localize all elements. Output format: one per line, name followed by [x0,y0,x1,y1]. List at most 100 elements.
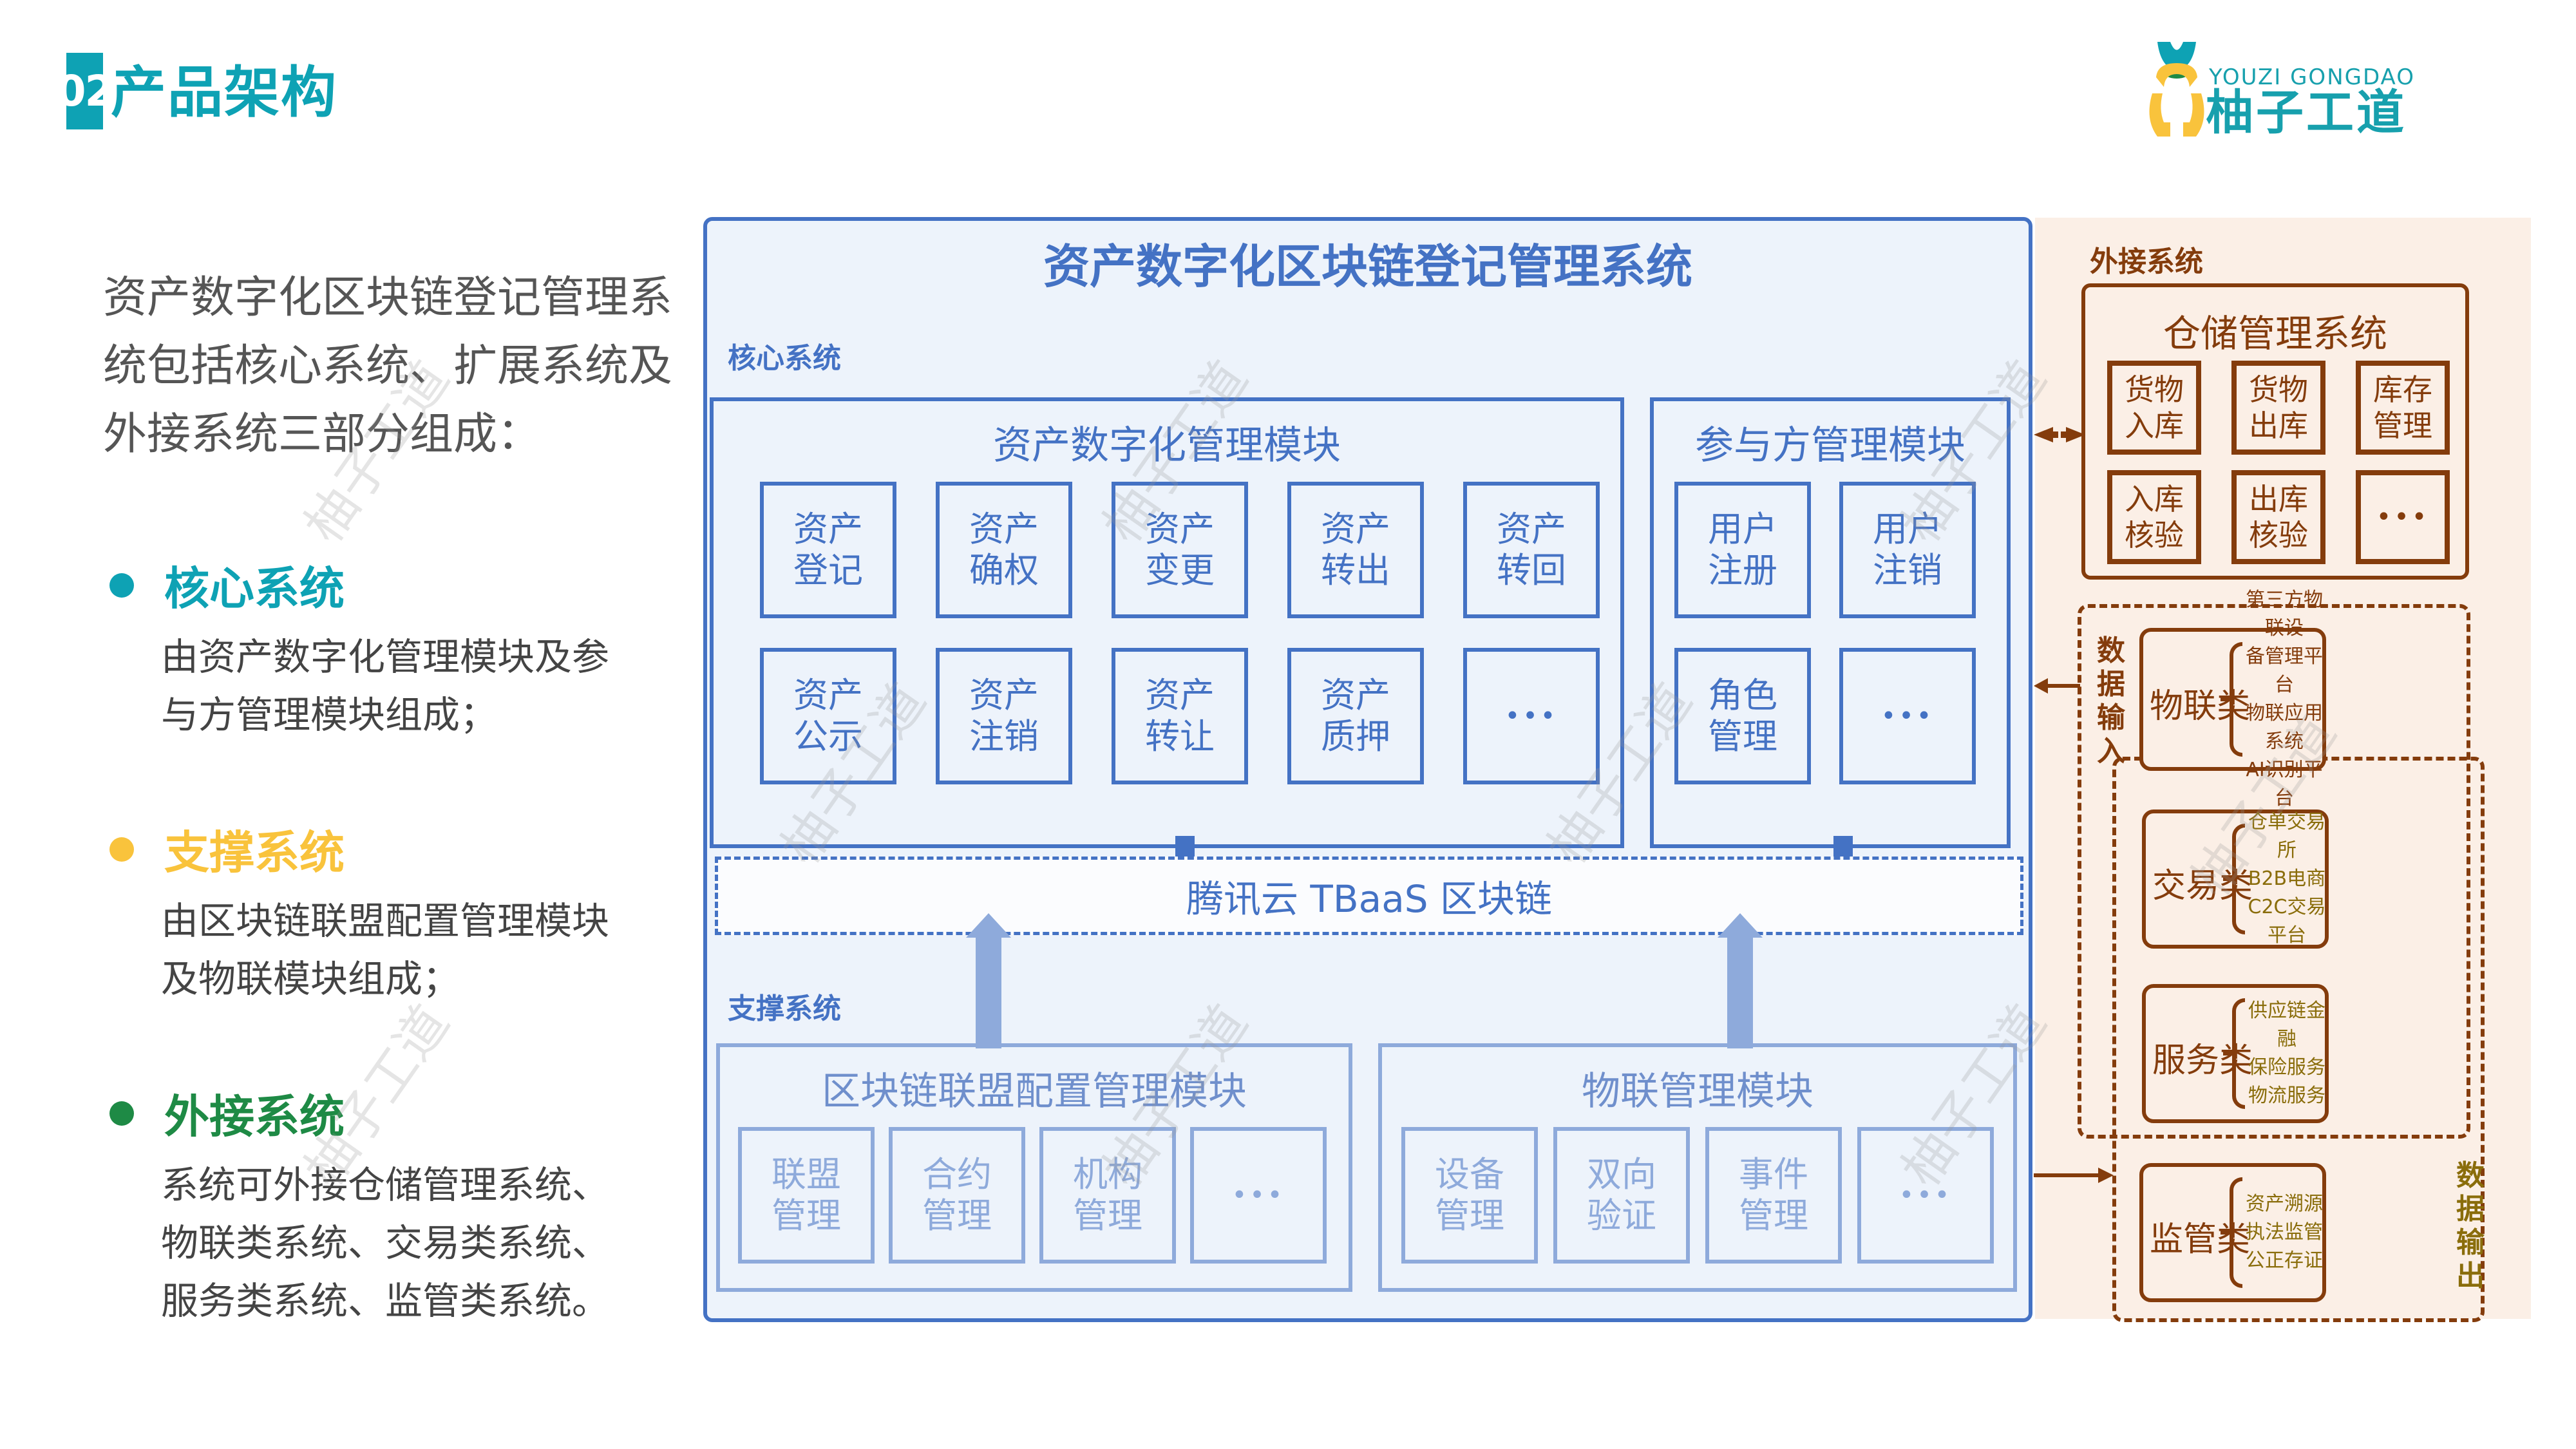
logo-mark-icon [2149,42,2204,137]
cell-label-line1: 资产 [1145,509,1215,549]
cell-label-line2: 出库 [2249,408,2308,443]
asset-digitization-module: 资产数字化管理模块 [710,397,1624,848]
vertical-label-char: 据 [2097,668,2125,701]
participant-function-cell: 用户注册 [1674,482,1811,618]
cell-label-line2: 注销 [969,716,1039,757]
asset-function-cell: 资产质押 [1287,648,1424,784]
cell-label-line1: ••• [1880,701,1935,731]
right-arrow-icon [2034,1168,2114,1183]
category-name: 交易类 [2152,867,2253,905]
brace-tick [2223,877,2235,881]
category-item: 供应链金融 [2248,999,2325,1050]
cell-label-line1: 角色 [1708,675,1777,715]
asset-function-cell: 资产注销 [936,648,1072,784]
iot-management-module: 物联管理模块 [1378,1043,2017,1292]
bullet-title: 核心系统 [164,562,345,615]
cell-label-line1: 用户 [1708,509,1777,549]
module-title: 物联管理模块 [1582,1069,1814,1114]
category-name: 监管类 [2150,1220,2251,1259]
section-number-badge: 02 [57,53,114,129]
cell-label-line1: 资产 [1145,675,1215,715]
cell-label-line1: 货物 [2249,372,2308,407]
tbaas-blockchain-box: 腾讯云 TBaaS 区块链 [715,857,2023,935]
iot-function-cell: 设备管理 [1401,1127,1538,1264]
bullet-dot [109,1101,134,1126]
main-system-box [703,217,2032,1322]
brace-tick [2223,1052,2235,1056]
left-arrow-icon [2034,678,2080,694]
cell-label-line2: 转出 [1321,550,1390,591]
cell-label-line1: 事件 [1739,1154,1808,1195]
cell-label-line1: ••• [1899,1180,1953,1210]
participant-function-cell: 用户注销 [1839,482,1976,618]
alliance-function-cell: 机构管理 [1039,1127,1176,1264]
data-output-label: 数据输出 [2454,1159,2487,1293]
bidirectional-arrow-icon [2034,427,2085,442]
cell-label-line2: 注册 [1708,550,1777,591]
cell-label-line1: 资产 [793,675,863,715]
cell-label-line2: 管理 [772,1195,841,1236]
iot-function-cell: 事件管理 [1705,1127,1842,1264]
bullet-desc: 由资产数字化管理模块及参与方管理模块组成； [161,635,610,737]
cell-label-line1: 资产 [1497,509,1566,549]
cell-label-line2: 管理 [1739,1195,1808,1236]
cell-label-line1: ••• [1504,701,1558,731]
cell-label-line2: 验证 [1587,1195,1656,1236]
vertical-label-char: 据 [2456,1193,2485,1226]
up-arrow-icon [966,913,1011,1048]
diagram-title: 资产数字化区块链登记管理系统 [1043,240,1692,294]
cell-label-line2: 管理 [1435,1195,1504,1236]
cell-label-line2: 公示 [793,716,863,757]
cell-label-line1: 资产 [793,509,863,549]
vertical-label-char: 数 [2456,1159,2485,1192]
warehouse-title: 仓储管理系统 [2163,312,2387,355]
category-item: 第三方物联设 [2246,589,2323,639]
cell-label-line2: 变更 [1145,550,1215,591]
vertical-label-char: 输 [2097,701,2125,734]
asset-function-cell: 资产公示 [760,648,896,784]
bullet-dot [109,837,134,862]
participant-function-cell: 角色管理 [1674,648,1811,784]
asset-function-cell: 资产确权 [936,482,1072,618]
brace-tick [2221,1231,2232,1235]
cell-label-line2: 核验 [2249,518,2308,553]
alliance-function-cell: 联盟管理 [738,1127,875,1264]
category-item: 备管理平台 [2246,645,2323,696]
category-item: B2B电商 [2248,867,2326,890]
core-system-label: 核心系统 [728,342,841,375]
asset-function-cell: 资产转出 [1287,482,1424,618]
category-item: AI识别平台 [2246,759,2323,810]
cell-label-line1: 资产 [969,509,1039,549]
category-name: 服务类 [2152,1041,2253,1080]
warehouse-function-cell: 库存管理 [2356,361,2450,455]
cell-label-line1: 资产 [1321,509,1390,549]
module-title: 区块链联盟配置管理模块 [822,1069,1247,1114]
asset-function-cell: 资产登记 [760,482,896,618]
cell-label-line2: 管理 [1708,716,1777,757]
category-item: 资产溯源 [2246,1193,2323,1215]
cell-label-line1: 货物 [2125,372,2184,407]
warehouse-system-box: 仓储管理系统 [2081,283,2469,580]
cell-label-line1: ••• [2376,502,2430,532]
cell-label-line2: 管理 [1073,1195,1142,1236]
participant-module: 参与方管理模块 [1650,397,2011,848]
warehouse-function-cell: 货物入库 [2107,361,2201,455]
category-item: 执法监管 [2246,1221,2323,1244]
cell-label-line1: 入库 [2125,482,2184,516]
alliance-config-module: 区块链联盟配置管理模块 [716,1043,1352,1292]
brace-tick [2221,697,2232,701]
data-input-group [2078,604,2470,1139]
chain-label: 腾讯云 TBaaS 区块链 [1186,877,1552,921]
cell-label-line2: 管理 [2373,408,2432,443]
vertical-label-char: 数 [2097,634,2125,667]
iot-function-cell: ••• [1857,1127,1994,1264]
cell-label-line1: 双向 [1587,1154,1656,1195]
cell-label-line1: 用户 [1873,509,1942,549]
bullet-title: 外接系统 [164,1090,345,1143]
up-arrow-icon [1718,913,1763,1048]
alliance-function-cell: 合约管理 [889,1127,1025,1264]
logo: YOUZI GONGDAO 柚子工道 [2145,39,2531,148]
cell-label-line2: 转回 [1497,550,1566,591]
